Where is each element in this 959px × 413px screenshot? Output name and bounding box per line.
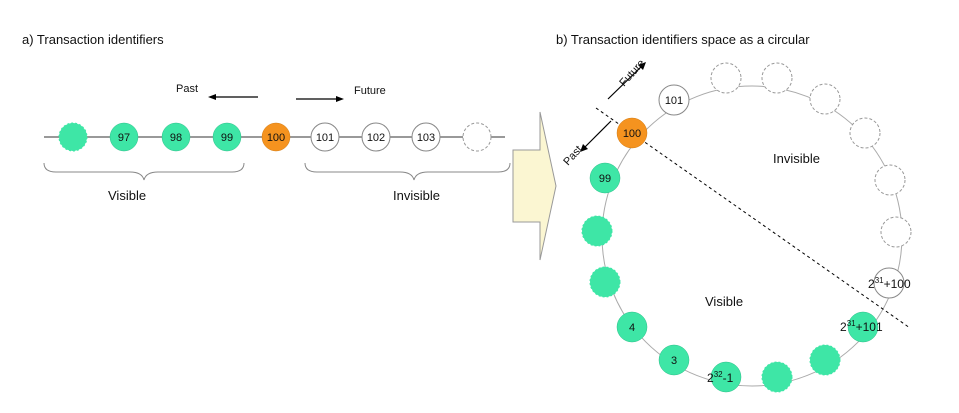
node-a-99-label: 99 (221, 132, 233, 144)
panel-b-title: b) Transaction identifiers space as a ci… (556, 32, 810, 47)
transition-arrow (512, 111, 557, 261)
node-a-100 (261, 122, 291, 152)
ring-node-2-31-100 (873, 267, 905, 299)
node-a-97-label: 97 (118, 132, 130, 144)
invisible-brace-a (304, 162, 511, 181)
ring-node-dashed-4 (849, 117, 881, 149)
visible-brace-a (43, 162, 245, 181)
ring-label-4: 4 (629, 322, 635, 334)
past-arrow-b (581, 120, 612, 151)
node-a-103-label: 103 (417, 132, 435, 144)
ring-label-3: 3 (671, 355, 677, 367)
panel-a-title: a) Transaction identifiers (22, 32, 164, 47)
ring-node-100 (616, 117, 648, 149)
visibility-boundary (595, 107, 911, 329)
future-arrowhead-a (336, 96, 344, 102)
ring-node-3 (658, 344, 690, 376)
invisible-label-b: Invisible (773, 151, 820, 166)
past-arrowhead-b (580, 144, 588, 152)
past-arrowhead-a (208, 94, 216, 100)
ring-node-99 (589, 162, 621, 194)
node-a-97 (109, 122, 139, 152)
ring-node-4 (616, 311, 648, 343)
node-a-101 (310, 122, 340, 152)
ring-node-2-32 (710, 361, 742, 393)
future-arrowhead-b (638, 62, 646, 70)
ring-label-101: 101 (665, 95, 683, 107)
invisible-label-a: Invisible (393, 188, 440, 203)
ring-node-2-31-101 (847, 311, 879, 343)
ring-label-2-31-101: 231+101 (840, 319, 883, 334)
ring-label-100: 100 (623, 128, 641, 140)
timeline-nodes: 97 98 99 100 101 102 103 (58, 122, 492, 152)
ring-node-dashed-1 (710, 62, 742, 94)
future-label-b: Future (617, 57, 647, 89)
ring-node-visible-1 (581, 215, 613, 247)
visible-label-b: Visible (705, 294, 743, 309)
ring-node-visible-2 (589, 266, 621, 298)
ring-node-dashed-2 (761, 62, 793, 94)
ring-node-visible-4 (809, 344, 841, 376)
ring-label-99: 99 (599, 173, 611, 185)
ring-node-visible-3 (761, 361, 793, 393)
node-a-100-label: 100 (267, 132, 285, 144)
past-label-b: Past (561, 144, 585, 168)
node-a-98-label: 98 (170, 132, 182, 144)
ring-label-2-32: 232-1 (707, 370, 734, 385)
ring-node-dashed-5 (874, 164, 906, 196)
node-a-0 (58, 122, 88, 152)
node-a-103 (411, 122, 441, 152)
future-arrow-b (607, 63, 645, 100)
node-a-101-label: 101 (316, 132, 334, 144)
past-label-a: Past (176, 83, 198, 95)
ring-label-2-31-100: 231+100 (868, 276, 911, 291)
node-a-99 (212, 122, 242, 152)
ring-node-101 (658, 84, 690, 116)
ring-node-dashed-3 (809, 83, 841, 115)
node-a-102-label: 102 (367, 132, 385, 144)
future-label-a: Future (354, 85, 386, 97)
ring-nodes: 101 100 99 4 3 232-1 231+100 231+101 (581, 62, 912, 393)
node-a-dashed (462, 122, 492, 152)
node-a-102 (361, 122, 391, 152)
node-a-98 (161, 122, 191, 152)
visible-label-a: Visible (108, 188, 146, 203)
ring-node-dashed-6 (880, 216, 912, 248)
